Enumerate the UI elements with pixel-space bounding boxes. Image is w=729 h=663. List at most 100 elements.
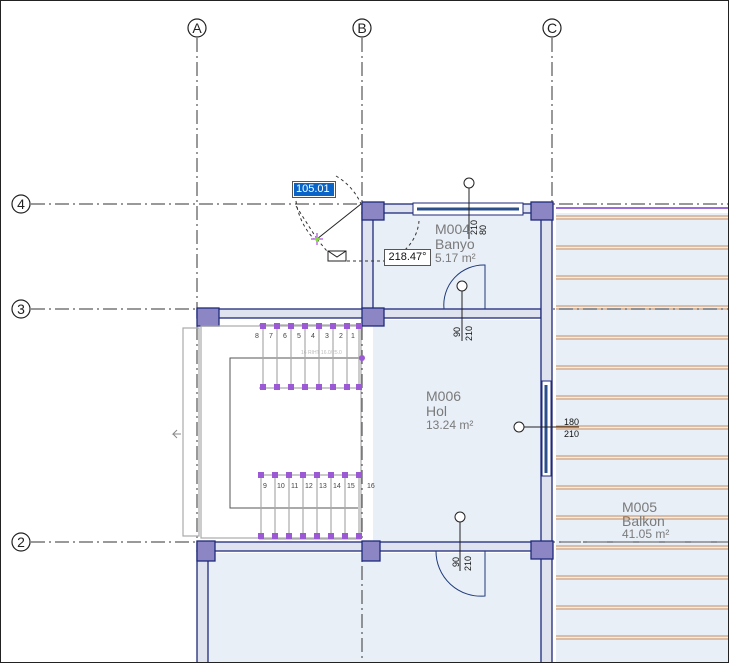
column-c2[interactable] xyxy=(530,540,554,560)
stair-node[interactable] xyxy=(302,323,308,329)
stair-step-number: 9 xyxy=(263,483,267,490)
svg-text:13.24 m²: 13.24 m² xyxy=(426,418,473,432)
stair-node[interactable] xyxy=(300,472,306,478)
svg-text:B: B xyxy=(357,20,366,36)
room-label-hol[interactable]: M006 Hol 13.24 m² xyxy=(426,388,473,432)
grid-bubble-4[interactable]: 4 xyxy=(11,194,31,214)
stair-node[interactable] xyxy=(342,472,348,478)
stair-step-number: 15 xyxy=(347,483,355,490)
svg-text:4: 4 xyxy=(17,196,25,212)
stair-node[interactable] xyxy=(272,472,278,478)
stair-step-number: 6 xyxy=(283,333,287,340)
stair-node[interactable] xyxy=(302,384,308,390)
wall-lower-left[interactable] xyxy=(196,550,209,663)
room-hol-fill[interactable] xyxy=(373,320,541,542)
window-top-width: 80 xyxy=(478,225,488,235)
grid-bubble-a[interactable]: A xyxy=(187,18,207,38)
grid-bubble-b[interactable]: B xyxy=(352,18,372,38)
stair-node[interactable] xyxy=(260,323,266,329)
crosshair-cursor-icon xyxy=(311,233,323,245)
door-banyo-height: 210 xyxy=(464,326,474,341)
door-tag-icons xyxy=(454,177,579,571)
door-lower-swing[interactable] xyxy=(435,550,486,597)
column-b3[interactable] xyxy=(361,307,385,327)
svg-text:M005: M005 xyxy=(622,499,657,515)
room-lower-fill[interactable] xyxy=(208,553,541,663)
stair-node[interactable] xyxy=(286,533,292,539)
stair-node[interactable] xyxy=(356,472,362,478)
room-balkon-fill[interactable] xyxy=(556,213,729,663)
grid-bubble-c[interactable]: C xyxy=(542,18,562,38)
stair-node[interactable] xyxy=(274,323,280,329)
stair-outline xyxy=(200,325,362,539)
svg-text:Banyo: Banyo xyxy=(435,236,475,252)
angle-readout[interactable]: 218.47° xyxy=(384,249,431,266)
stair-label: 16 RIHT 16.0/25.0 xyxy=(301,350,342,356)
svg-text:Balkon: Balkon xyxy=(622,513,665,529)
door-lower-width: 90 xyxy=(451,557,461,567)
stair-step-number: 12 xyxy=(305,483,313,490)
stair-node[interactable] xyxy=(274,384,280,390)
stair-node[interactable] xyxy=(356,323,362,329)
column-a2[interactable] xyxy=(196,540,216,562)
stair-node[interactable] xyxy=(258,472,264,478)
stair-node[interactable] xyxy=(328,533,334,539)
stair-step-number: 5 xyxy=(297,333,301,340)
stair-node[interactable] xyxy=(316,323,322,329)
room-label-balkon[interactable]: M005 Balkon 41.05 m² xyxy=(622,499,669,541)
grid-bubble-3[interactable]: 3 xyxy=(11,299,31,319)
svg-text:5.17 m²: 5.17 m² xyxy=(435,251,476,265)
stair-node[interactable] xyxy=(344,323,350,329)
length-input-value[interactable]: 105.01 xyxy=(294,183,334,196)
measure-tool[interactable] xyxy=(295,175,420,262)
stair-node[interactable] xyxy=(330,384,336,390)
column-a3[interactable] xyxy=(196,307,220,327)
svg-text:Hol: Hol xyxy=(426,403,447,419)
stair-node[interactable] xyxy=(288,323,294,329)
stair-arrow-icon xyxy=(171,429,181,439)
grid-bubble-2[interactable]: 2 xyxy=(11,532,31,552)
stair-node[interactable] xyxy=(260,384,266,390)
length-input[interactable]: 105.01 xyxy=(292,181,336,198)
door-lower-height: 210 xyxy=(463,556,473,571)
stair-node[interactable] xyxy=(316,384,322,390)
stair-node[interactable] xyxy=(344,384,350,390)
column-c4[interactable] xyxy=(530,201,554,221)
stair-railing xyxy=(182,327,200,537)
stair-step-number: 1 xyxy=(351,333,355,340)
svg-text:3: 3 xyxy=(17,301,25,317)
column-b4[interactable] xyxy=(361,201,385,221)
stair-step-number: 16 xyxy=(367,483,375,490)
column-b2[interactable] xyxy=(361,540,381,562)
stair-node[interactable] xyxy=(356,384,362,390)
stair-node[interactable] xyxy=(330,323,336,329)
door-banyo-swing[interactable] xyxy=(443,264,486,310)
stair-start-node[interactable] xyxy=(359,355,365,361)
stair-node[interactable] xyxy=(342,533,348,539)
stair-step-number: 11 xyxy=(291,483,298,490)
stair-node[interactable] xyxy=(272,533,278,539)
stair-step-number: 14 xyxy=(333,483,341,490)
svg-text:A: A xyxy=(192,20,202,36)
svg-text:2: 2 xyxy=(17,534,25,550)
stair-step-number: 4 xyxy=(311,333,315,340)
stair-node[interactable] xyxy=(356,533,362,539)
stair-node[interactable] xyxy=(286,472,292,478)
stair-step-number: 7 xyxy=(269,333,273,340)
stair-node[interactable] xyxy=(258,533,264,539)
window-right-width: 180 xyxy=(564,417,579,427)
stair-node[interactable] xyxy=(328,472,334,478)
svg-text:41.05 m²: 41.05 m² xyxy=(622,527,669,541)
envelope-icon xyxy=(327,250,347,262)
window-top-height: 210 xyxy=(469,220,479,235)
wall-banyo-left[interactable] xyxy=(361,212,374,314)
stair-node[interactable] xyxy=(314,472,320,478)
room-label-banyo[interactable]: M004 Banyo 5.17 m² xyxy=(435,221,476,265)
stair-node[interactable] xyxy=(288,384,294,390)
stair-node[interactable] xyxy=(300,533,306,539)
stair-node[interactable] xyxy=(314,533,320,539)
stair-step-number: 13 xyxy=(319,483,327,490)
